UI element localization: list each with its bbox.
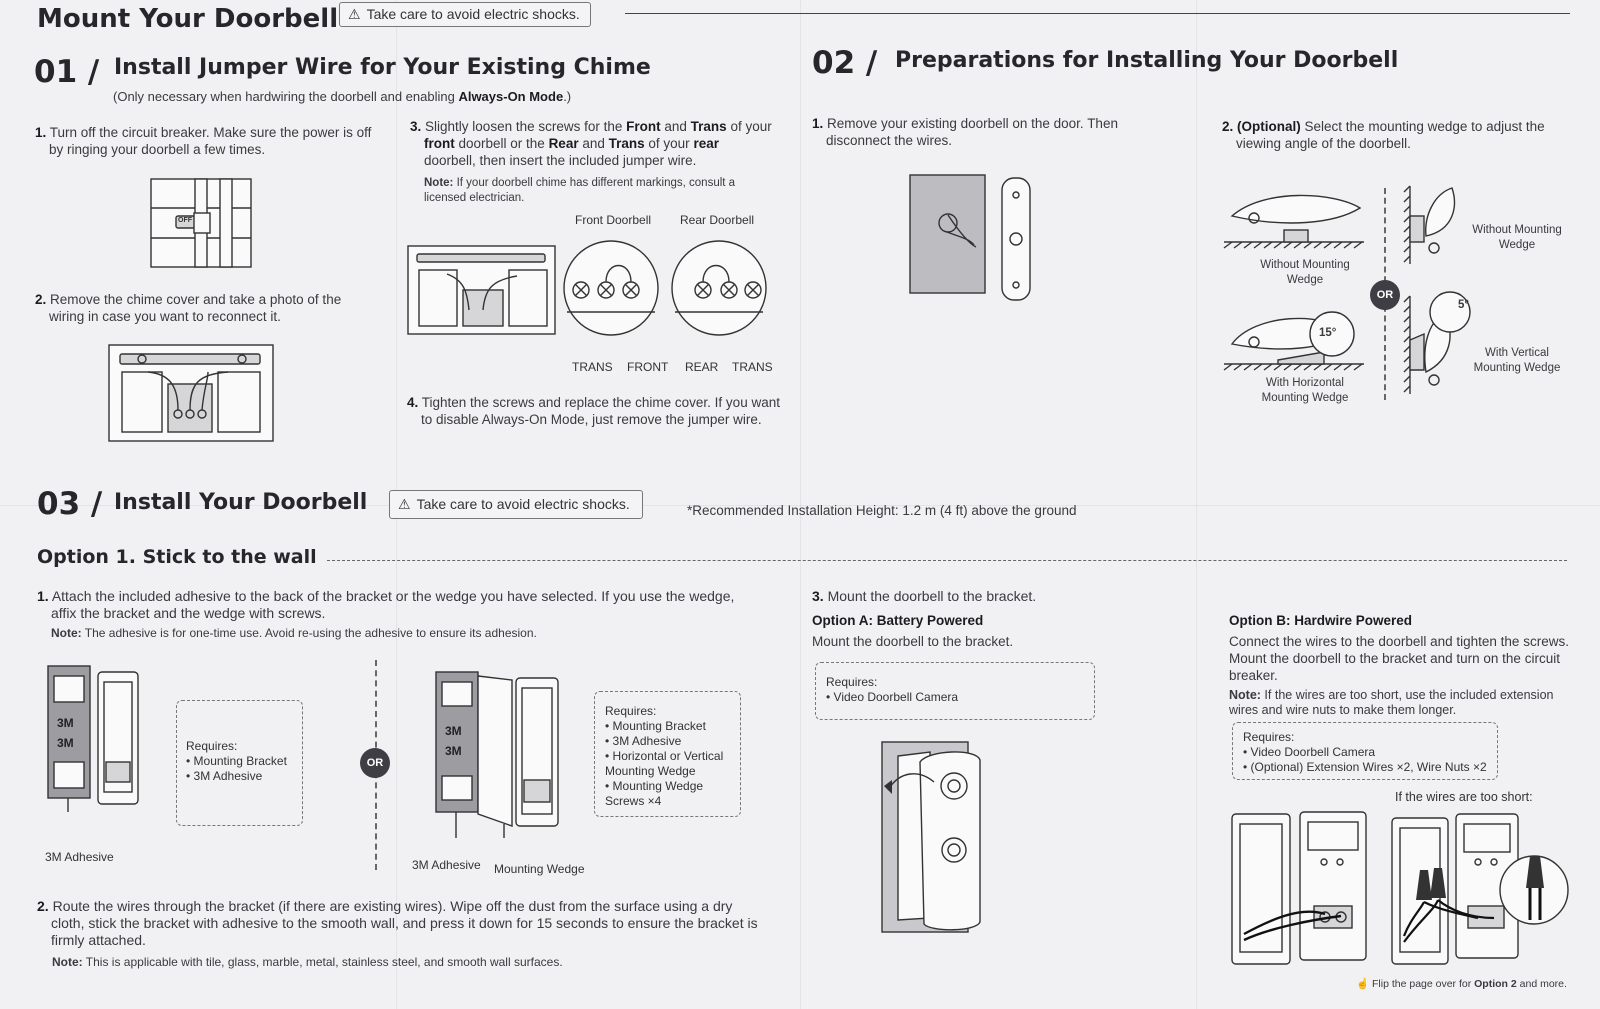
breaker-off-label: OFF [178, 217, 192, 224]
height-note: *Recommended Installation Height: 1.2 m … [687, 503, 1077, 518]
option-1-title: Option 1. Stick to the wall [37, 546, 317, 568]
s1-note: Note: If your doorbell chime has differe… [424, 177, 736, 204]
vertical-wedge-illustration [1403, 291, 1471, 394]
label-without-wedge-left: Without Mounting Wedge [1260, 259, 1350, 286]
option-b-text: Connect the wires to the doorbell and ti… [1229, 634, 1569, 683]
s3-note1: Note: The adhesive is for one-time use. … [51, 626, 537, 640]
section-2-title: Preparations for Installing Your Doorbel… [895, 48, 1399, 73]
section-1-number: 01 / [34, 54, 100, 90]
mount-doorbell-illustration [881, 741, 981, 933]
terminal-label-trans-1: TRANS [572, 360, 613, 374]
s3-step3: 3. Mount the doorbell to the bracket. [812, 588, 1037, 604]
label-horizontal-wedge: With Horizontal Mounting Wedge [1261, 377, 1349, 404]
rear-terminal-detail [671, 240, 767, 336]
front-doorbell-label: Front Doorbell [575, 213, 652, 227]
section-1-title: Install Jumper Wire for Your Existing Ch… [114, 55, 651, 80]
angle-5: 5° [1458, 299, 1469, 311]
s3-step1: 1. Attach the included adhesive to the b… [37, 588, 735, 621]
section-2-number: 02 / [812, 45, 878, 81]
hardwire-illustration [1231, 811, 1367, 965]
or-badge-wedge: OR [1370, 280, 1400, 310]
section-3-number: 03 / [37, 486, 103, 522]
option-1-rule [327, 560, 1567, 561]
front-terminal-detail [563, 240, 659, 336]
s2-step2: 2. (Optional) Select the mounting wedge … [1222, 119, 1545, 151]
s1-step2: 2. Remove the chime cover and take a pho… [35, 292, 342, 324]
caption-3m-adhesive-mid: 3M Adhesive [412, 858, 481, 872]
hand-pointer-icon: ☝ [1356, 978, 1372, 990]
horizontal-wedge-illustration [1223, 311, 1364, 371]
warning-icon: ⚠ [348, 6, 361, 22]
jumper-wire-illustration [407, 240, 767, 336]
flip-page-note: ☝ Flip the page over for Option 2 and mo… [1356, 978, 1567, 990]
3m-label-4: 3M [445, 744, 462, 758]
s3-note2: Note: This is applicable with tile, glas… [52, 955, 563, 969]
page-title: Mount Your Doorbell [37, 4, 339, 34]
extension-wire-illustration [1391, 813, 1569, 965]
angle-15: 15° [1319, 327, 1337, 339]
requires-box-mid: Requires: • Mounting Bracket • 3M Adhesi… [594, 691, 741, 817]
label-without-wedge-right: Without Mounting Wedge [1472, 224, 1562, 251]
s1-step4: 4. Tighten the screws and replace the ch… [407, 395, 780, 427]
s1-step3: 3. Slightly loosen the screws for the Fr… [410, 119, 772, 168]
option-b-note: Note: If the wires are too short, use th… [1229, 688, 1554, 717]
terminal-label-rear: REAR [685, 360, 719, 374]
rear-doorbell-label: Rear Doorbell [680, 213, 755, 227]
3m-label-2: 3M [57, 736, 74, 750]
s3-step2: 2. Route the wires through the bracket (… [37, 898, 758, 948]
3m-label-1: 3M [57, 716, 74, 730]
bracket-wedge-illustration [435, 671, 559, 838]
chime-wiring-illustration [108, 344, 274, 442]
section-1-subtitle: (Only necessary when hardwiring the door… [113, 89, 572, 104]
or-badge: OR [360, 748, 390, 778]
header-rule [625, 13, 1570, 14]
option-b-title: Option B: Hardwire Powered [1229, 613, 1413, 628]
option-a-text: Mount the doorbell to the bracket. [812, 634, 1014, 649]
shock-warning-2: ⚠Take care to avoid electric shocks. [389, 490, 643, 519]
remove-old-doorbell-illustration [909, 174, 1031, 301]
s1-step1: 1. Turn off the circuit breaker. Make su… [35, 125, 372, 157]
terminal-label-trans-2: TRANS [732, 360, 773, 374]
requires-box-option-a: Requires: • Video Doorbell Camera [815, 662, 1095, 720]
shock-warning: ⚠Take care to avoid electric shocks. [339, 2, 591, 27]
without-wedge-vertical-illustration [1403, 185, 1456, 264]
without-wedge-horizontal-illustration [1223, 194, 1364, 249]
terminal-label-front: FRONT [627, 360, 669, 374]
caption-mounting-wedge: Mounting Wedge [494, 862, 585, 876]
3m-label-3: 3M [445, 724, 462, 738]
label-vertical-wedge: With Vertical Mounting Wedge [1473, 347, 1561, 374]
option-a-title: Option A: Battery Powered [812, 613, 984, 628]
circuit-breaker-illustration [150, 178, 252, 268]
s2-step1: 1. Remove your existing doorbell on the … [812, 116, 1118, 148]
wires-short-caption: If the wires are too short: [1395, 790, 1533, 804]
bracket-adhesive-illustration [47, 665, 139, 812]
section-3-title: Install Your Doorbell [114, 490, 368, 515]
caption-3m-adhesive-left: 3M Adhesive [45, 850, 114, 864]
warning-icon: ⚠ [398, 496, 411, 512]
requires-box-option-b: Requires: • Video Doorbell Camera • (Opt… [1232, 722, 1498, 780]
requires-box-left: Requires: • Mounting Bracket • 3M Adhesi… [176, 700, 303, 826]
